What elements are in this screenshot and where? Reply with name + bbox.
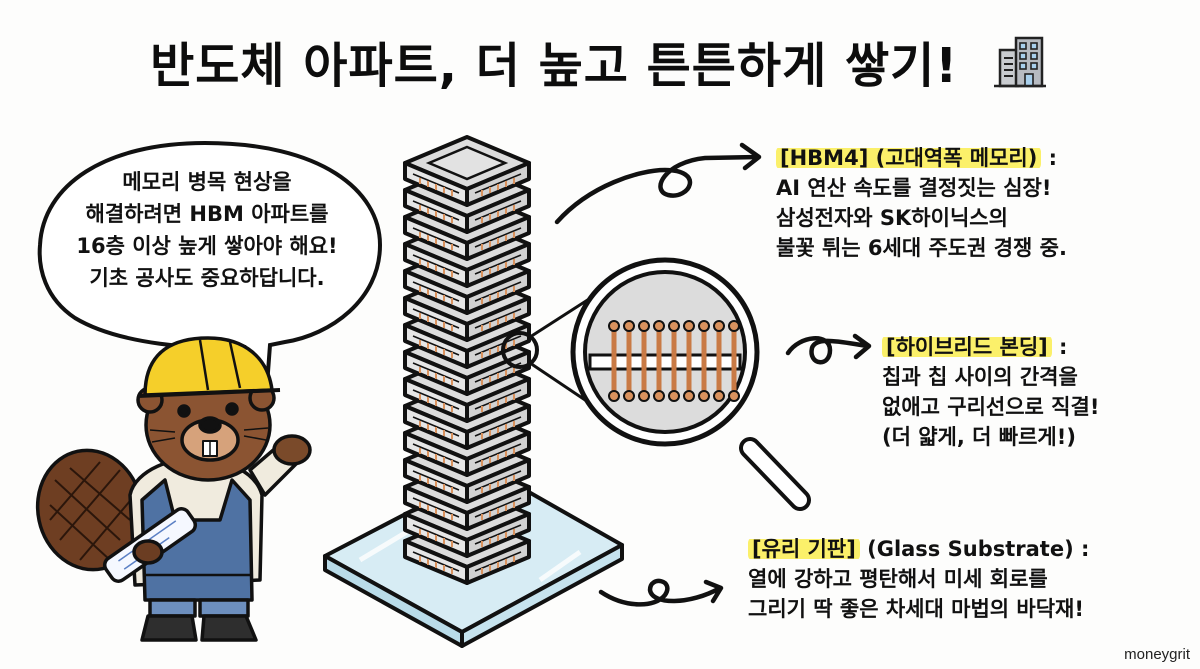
note-hbm4: [HBM4] (고대역폭 메모리) : AI 연산 속도를 결정짓는 심장! 삼… <box>776 143 1067 263</box>
speech-bubble-text: 메모리 병목 현상을 해결하려면 HBM 아파트를 16층 이상 높게 쌓아야 … <box>62 166 352 294</box>
note-line: AI 연산 속도를 결정짓는 심장! <box>776 176 1052 200</box>
note-heading: [유리 기판] (Glass Substrate) : <box>748 534 1089 564</box>
arrow-to-glass <box>598 578 724 607</box>
highlight-label: [유리 기판] <box>748 537 860 561</box>
bubble-line: 기초 공사도 중요하답니다. <box>89 266 325 290</box>
note-heading: [하이브리드 본딩] : <box>882 332 1099 362</box>
note-line: 열에 강하고 평탄해서 미세 회로를 <box>748 567 1048 591</box>
magnifier <box>570 257 811 511</box>
arrow-to-hybrid <box>785 333 872 365</box>
beaver-mascot <box>35 336 312 642</box>
note-hybrid-bonding: [하이브리드 본딩] : 칩과 칩 사이의 간격을 없애고 구리선으로 직결! … <box>882 332 1099 452</box>
bubble-line: 16층 이상 높게 쌓아야 해요! <box>76 234 338 258</box>
note-heading: [HBM4] (고대역폭 메모리) : <box>776 143 1067 173</box>
heading-suffix: (Glass Substrate) : <box>859 537 1090 561</box>
arrow-to-hbm4 <box>554 142 762 225</box>
hbm-chip-tower <box>403 135 531 585</box>
highlight-label: [하이브리드 본딩] <box>882 335 1052 359</box>
note-line: 없애고 구리선으로 직결! <box>882 395 1100 419</box>
heading-suffix: : <box>1041 146 1058 170</box>
title-text: 반도체 아파트, 더 높고 튼튼하게 쌓기! <box>150 38 959 94</box>
watermark: moneygrit <box>1124 646 1190 663</box>
note-line: 그리기 딱 좋은 차세대 마법의 바닥재! <box>748 597 1084 621</box>
bubble-line: 해결하려면 HBM 아파트를 <box>85 202 329 226</box>
highlight-label: [HBM4] (고대역폭 메모리) <box>776 146 1042 170</box>
heading-suffix: : <box>1051 335 1068 359</box>
note-line: 칩과 칩 사이의 간격을 <box>882 365 1078 389</box>
note-line: (더 얇게, 더 빠르게!) <box>882 425 1076 449</box>
note-glass-substrate: [유리 기판] (Glass Substrate) : 열에 강하고 평탄해서 … <box>748 534 1089 624</box>
office-building-icon <box>993 36 1046 88</box>
bubble-line: 메모리 병목 현상을 <box>122 170 292 194</box>
page-title: 반도체 아파트, 더 높고 튼튼하게 쌓기! <box>0 26 1200 96</box>
note-line: 불꽃 튀는 6세대 주도권 경쟁 중. <box>776 236 1067 260</box>
note-line: 삼성전자와 SK하이닉스의 <box>776 206 1008 230</box>
